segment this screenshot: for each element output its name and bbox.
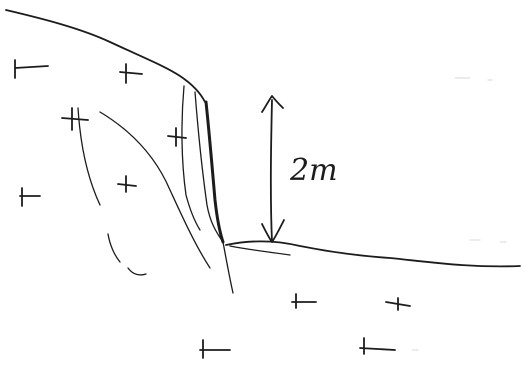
upper-ground-surface: [6, 10, 205, 102]
dimension-arrowhead-bottom: [262, 220, 284, 242]
dimension-line: [271, 100, 272, 242]
bedding-line-2: [100, 112, 210, 268]
rock-symbol: [292, 294, 316, 308]
bedding-line-3: [78, 108, 100, 205]
cliff-face-edge: [206, 102, 223, 242]
background-speck: [412, 78, 506, 350]
cliff-base-continuation: [223, 242, 233, 293]
rock-symbol: [120, 64, 142, 83]
rock-symbols-lower: [200, 294, 410, 358]
rock-symbol: [200, 340, 230, 358]
rock-symbol: [168, 128, 186, 146]
dimension-label: 2m: [289, 153, 338, 188]
rock-symbol: [15, 60, 48, 78]
lower-ground-secondary-line: [230, 246, 290, 255]
rock-symbol: [118, 176, 136, 192]
bedding-line-1: [182, 86, 200, 230]
rock-symbol: [20, 188, 40, 206]
lower-ground-surface: [226, 241, 520, 266]
rock-symbol: [360, 338, 395, 354]
bedding-stub-right: [128, 268, 146, 275]
rock-symbols-upper: [15, 60, 186, 206]
rock-symbol: [386, 298, 410, 310]
rock-symbol: [62, 108, 88, 130]
bedding-stub-left: [108, 234, 120, 262]
